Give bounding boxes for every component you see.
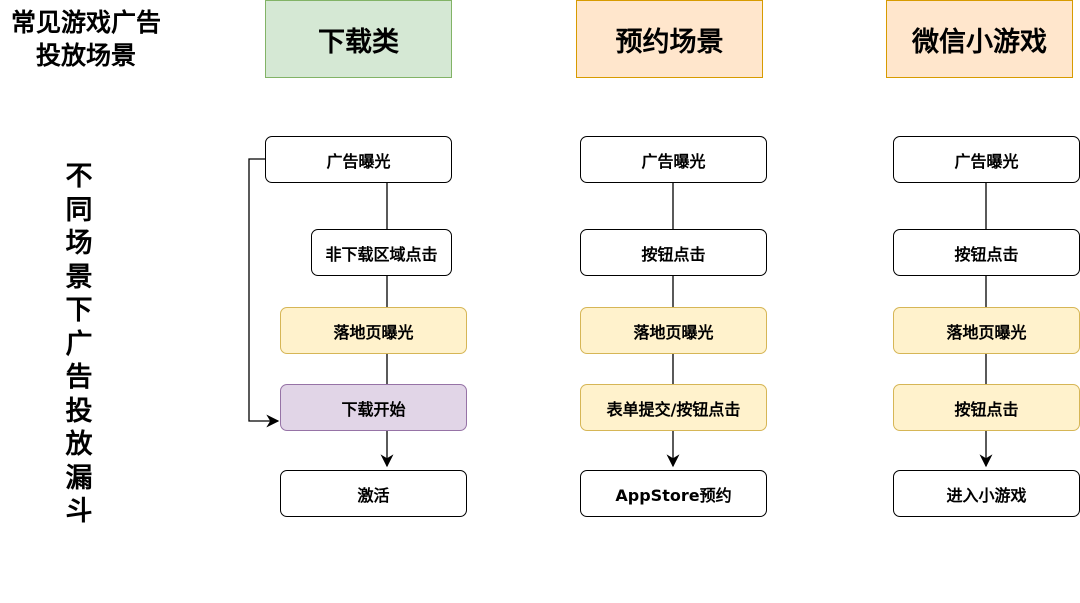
step-box: 非下载区域点击: [311, 229, 452, 276]
step-box: 落地页曝光: [280, 307, 467, 354]
step-box: 广告曝光: [265, 136, 452, 183]
step-box: 表单提交/按钮点击: [580, 384, 767, 431]
bypass-arrow: [248, 158, 280, 428]
side-label: 不同场景下广告投放漏斗: [65, 161, 93, 527]
step-box: 落地页曝光: [893, 307, 1080, 354]
step-box: 按钮点击: [893, 384, 1080, 431]
header-download: 下载类: [265, 0, 452, 78]
step-box: 落地页曝光: [580, 307, 767, 354]
step-box: 按钮点击: [893, 229, 1080, 276]
step-box: 按钮点击: [580, 229, 767, 276]
step-box: 激活: [280, 470, 467, 517]
step-box: 广告曝光: [580, 136, 767, 183]
page-title: 常见游戏广告投放场景: [10, 8, 161, 70]
step-box: 广告曝光: [893, 136, 1080, 183]
step-box: 下载开始: [280, 384, 467, 431]
step-box: 进入小游戏: [893, 470, 1080, 517]
header-wechat-minigame: 微信小游戏: [886, 0, 1073, 78]
header-reservation: 预约场景: [576, 0, 763, 78]
step-box: AppStore预约: [580, 470, 767, 517]
